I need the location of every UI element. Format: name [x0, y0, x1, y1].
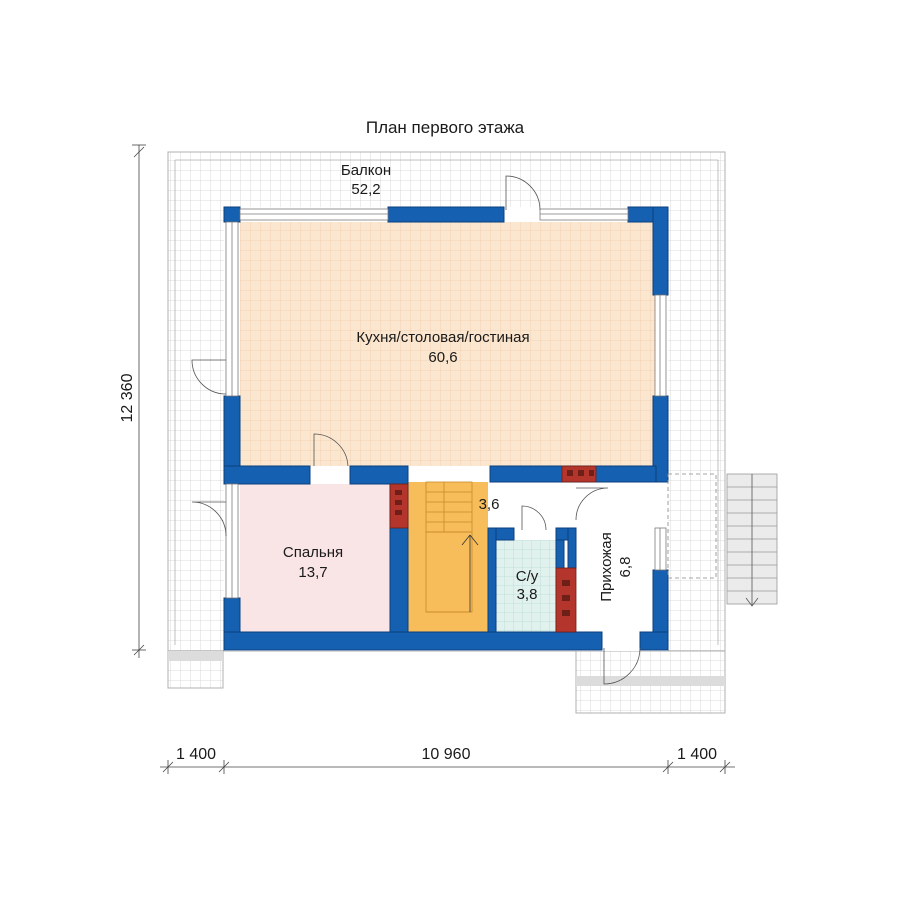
bathroom-name: С/у — [516, 568, 539, 585]
middle-dimension-label: 10 960 — [422, 746, 471, 763]
entrance-area: 6,8 — [617, 557, 634, 578]
bedroom-floor — [240, 484, 390, 632]
height-dimension-label: 12 360 — [119, 373, 136, 422]
bedroom-name: Спальня — [283, 544, 343, 561]
bathroom-area: 3,8 — [517, 586, 538, 603]
bathroom-floor — [494, 540, 556, 632]
entrance-stairs — [667, 473, 778, 607]
hall-area: 3,6 — [479, 496, 500, 513]
living-room-floor — [240, 222, 655, 466]
balcony-area: 52,2 — [351, 181, 380, 198]
plan-title: План первого этажа — [366, 118, 525, 137]
interior-stairs — [408, 481, 488, 632]
doors — [191, 175, 641, 685]
stove-grates — [395, 470, 594, 616]
left-dimension-label: 1 400 — [176, 746, 216, 763]
windows — [225, 208, 667, 599]
entrance-name: Прихожая — [598, 532, 615, 602]
living-room-name: Кухня/столовая/гостиная — [356, 329, 529, 346]
height-dimension — [132, 144, 146, 658]
bedroom-area: 13,7 — [298, 564, 327, 581]
living-room-area: 60,6 — [428, 349, 457, 366]
balcony-name: Балкон — [341, 162, 391, 179]
right-dimension-label: 1 400 — [677, 746, 717, 763]
width-dimension — [160, 760, 735, 774]
